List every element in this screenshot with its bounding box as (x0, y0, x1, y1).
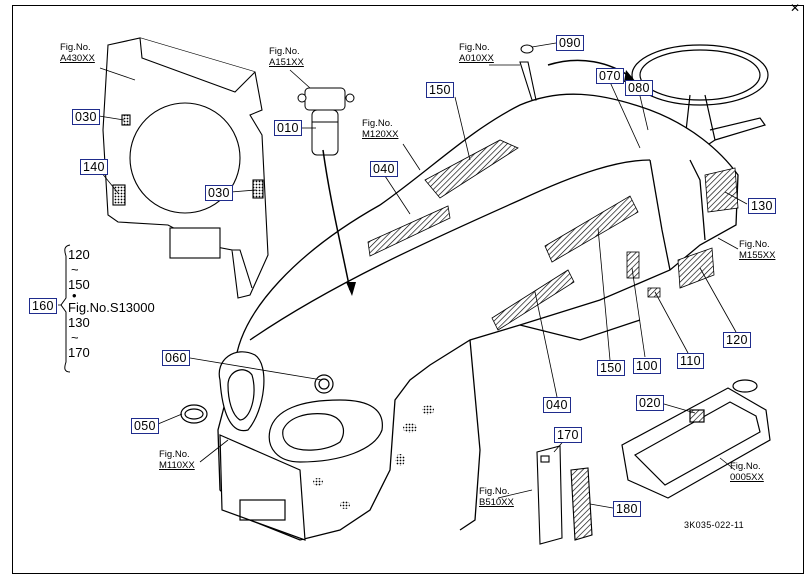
callout-130[interactable]: 130 (748, 198, 776, 214)
decal-areas (367, 139, 739, 331)
fig-ref-m155xx[interactable]: Fig.No. M155XX (739, 239, 775, 261)
callout-100[interactable]: 100 (633, 358, 661, 374)
close-icon[interactable]: ✕ (789, 1, 801, 15)
fig-ref-code[interactable]: A430XX (60, 53, 95, 64)
range-line: • (72, 288, 77, 303)
fuel-filter (297, 87, 355, 156)
front-panel (219, 434, 306, 541)
fig-ref-prefix: Fig.No. (459, 42, 490, 53)
callout-070[interactable]: 070 (596, 68, 624, 84)
callout-020[interactable]: 020 (636, 395, 664, 411)
range-line: 130 (68, 315, 90, 330)
callout-150-bottom[interactable]: 150 (597, 360, 625, 376)
callout-040-bottom[interactable]: 040 (543, 397, 571, 413)
range-line: ~ (71, 262, 79, 277)
callout-030-upper[interactable]: 030 (72, 109, 100, 125)
drawing-id: 3K035-022-11 (684, 520, 744, 530)
range-line: 150 (68, 277, 90, 292)
callout-050[interactable]: 050 (131, 418, 159, 434)
diagram-frame (12, 5, 804, 574)
callout-110[interactable]: 110 (677, 353, 704, 369)
callout-010[interactable]: 010 (274, 120, 302, 136)
assembly-arrows (322, 59, 633, 291)
callout-180[interactable]: 180 (613, 501, 641, 517)
fig-ref-prefix: Fig.No. (269, 46, 300, 57)
reflector-assembly (536, 445, 593, 545)
range-line: 170 (68, 345, 90, 360)
fig-ref-a430xx[interactable]: Fig.No. A430XX (60, 42, 95, 64)
fig-ref-code[interactable]: M110XX (159, 460, 195, 471)
range-group: 120 ~ 150 • Fig.No.S13000 130 ~ 170 (68, 247, 155, 360)
callout-150-top[interactable]: 150 (426, 82, 454, 98)
fig-ref-prefix: Fig.No. (362, 118, 393, 129)
fig-ref-a010xx[interactable]: Fig.No. A010XX (459, 42, 494, 64)
fig-ref-code[interactable]: M155XX (739, 250, 776, 261)
fig-ref-code[interactable]: A010XX (459, 53, 494, 64)
callout-120[interactable]: 120 (723, 332, 751, 348)
fig-ref-code[interactable]: A151XX (269, 57, 304, 68)
range-line[interactable]: Fig.No.S13000 (68, 300, 155, 315)
callout-040-top[interactable]: 040 (370, 161, 398, 177)
callout-140[interactable]: 140 (80, 159, 108, 175)
callout-160[interactable]: 160 (29, 298, 57, 314)
callout-060[interactable]: 060 (162, 350, 190, 366)
range-line: 120 (68, 247, 90, 262)
cap-050 (180, 404, 208, 424)
range-line: ~ (71, 330, 79, 345)
oil-gauge-rod (519, 61, 537, 101)
fig-ref-a151xx[interactable]: Fig.No. A151XX (269, 46, 304, 68)
fig-ref-prefix: Fig.No. (730, 461, 761, 472)
callout-080[interactable]: 080 (625, 80, 653, 96)
fig-ref-code[interactable]: M120XX (362, 129, 399, 140)
grommet-090 (520, 44, 534, 54)
fig-ref-prefix: Fig.No. (479, 486, 510, 497)
fig-ref-m120xx[interactable]: Fig.No. M120XX (362, 118, 398, 140)
fig-ref-code[interactable]: 0005XX (730, 472, 764, 483)
front-headlights (218, 351, 383, 463)
callout-170[interactable]: 170 (554, 427, 582, 443)
arrow-head-1 (346, 282, 356, 296)
fig-ref-m110xx[interactable]: Fig.No. M110XX (159, 449, 195, 471)
fig-ref-prefix: Fig.No. (739, 239, 770, 250)
fig-ref-prefix: Fig.No. (60, 42, 91, 53)
body-texture (313, 405, 434, 509)
arrow-head-2 (624, 70, 636, 82)
callout-090[interactable]: 090 (556, 35, 584, 51)
fig-ref-prefix: Fig.No. (159, 449, 190, 460)
fig-ref-0005xx[interactable]: Fig.No. 0005XX (730, 461, 764, 483)
fig-ref-b510xx[interactable]: Fig.No. B510XX (479, 486, 514, 508)
fig-ref-code[interactable]: B510XX (479, 497, 514, 508)
callout-030-lower[interactable]: 030 (205, 185, 233, 201)
rocker-cover (621, 379, 771, 499)
